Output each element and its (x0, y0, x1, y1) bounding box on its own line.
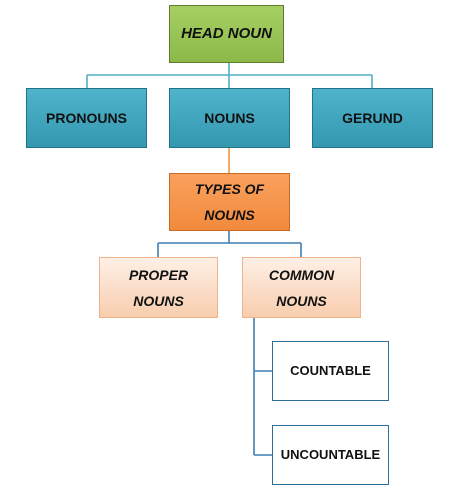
uncountable-label: UNCOUNTABLE (280, 447, 381, 462)
head-connectors (86, 63, 373, 88)
nouns-node: NOUNS (169, 88, 290, 148)
nouns-label: NOUNS (204, 110, 255, 126)
common-nouns-line-1: COMMON (268, 266, 335, 283)
common-nouns-line-2: NOUNS (276, 292, 327, 309)
gerund-label: GERUND (342, 110, 403, 126)
uncountable-node: UNCOUNTABLE (272, 425, 389, 485)
head-noun-node: HEAD NOUN (169, 5, 284, 63)
proper-nouns-line-1: PROPER (128, 266, 189, 283)
types-connectors (157, 231, 302, 257)
common-nouns-node: COMMON NOUNS (242, 257, 361, 318)
pronouns-label: PRONOUNS (46, 110, 127, 126)
countable-label: COUNTABLE (290, 363, 371, 378)
pronouns-node: PRONOUNS (26, 88, 147, 148)
gerund-node: GERUND (312, 88, 433, 148)
types-of-nouns-line-1: TYPES OF (194, 181, 265, 197)
head-noun-label: HEAD NOUN (181, 25, 272, 42)
proper-nouns-node: PROPER NOUNS (99, 257, 218, 318)
common-connectors (253, 318, 272, 456)
types-of-nouns-node: TYPES OF NOUNS (169, 173, 290, 231)
proper-nouns-line-2: NOUNS (133, 292, 184, 309)
countable-node: COUNTABLE (272, 341, 389, 401)
types-of-nouns-line-2: NOUNS (204, 207, 255, 223)
